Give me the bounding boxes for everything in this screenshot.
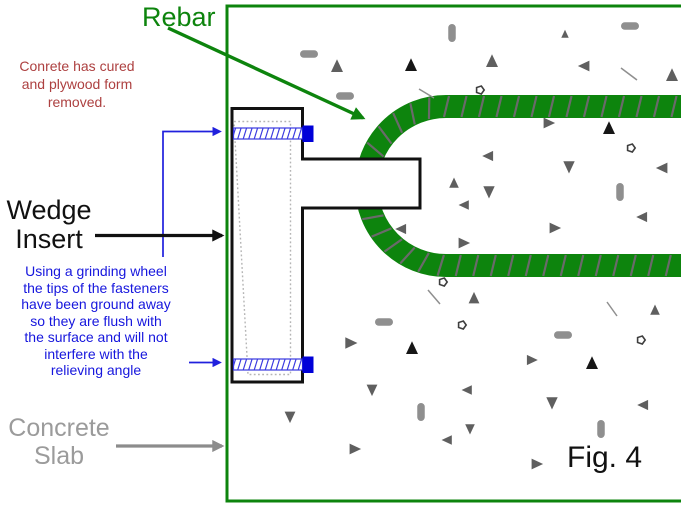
rebar-leader-arrow [167, 26, 366, 120]
grinding-wheel-note: Using a grinding wheel the tips of the f… [21, 263, 171, 378]
fastener-strip-top [232, 125, 314, 142]
concrete-aggregate-texture [284, 22, 678, 470]
blue-leader-top-strip [162, 126, 222, 257]
wedge-insert-label: Wedge Insert [6, 195, 92, 254]
concrete-slab-label: Concrete Slab [8, 414, 110, 470]
rebar-label: Rebar [142, 2, 216, 32]
wedge-insert-body [230, 107, 422, 384]
fastener-head-bottom [302, 356, 314, 373]
concrete-slab-border [225, 4, 681, 503]
fastener-strip-bottom [232, 356, 314, 373]
figure-caption: Fig. 4 [567, 441, 643, 474]
fastener-head-top [302, 125, 314, 142]
cured-concrete-note: Conrete has cured and plywood form remov… [19, 58, 135, 110]
